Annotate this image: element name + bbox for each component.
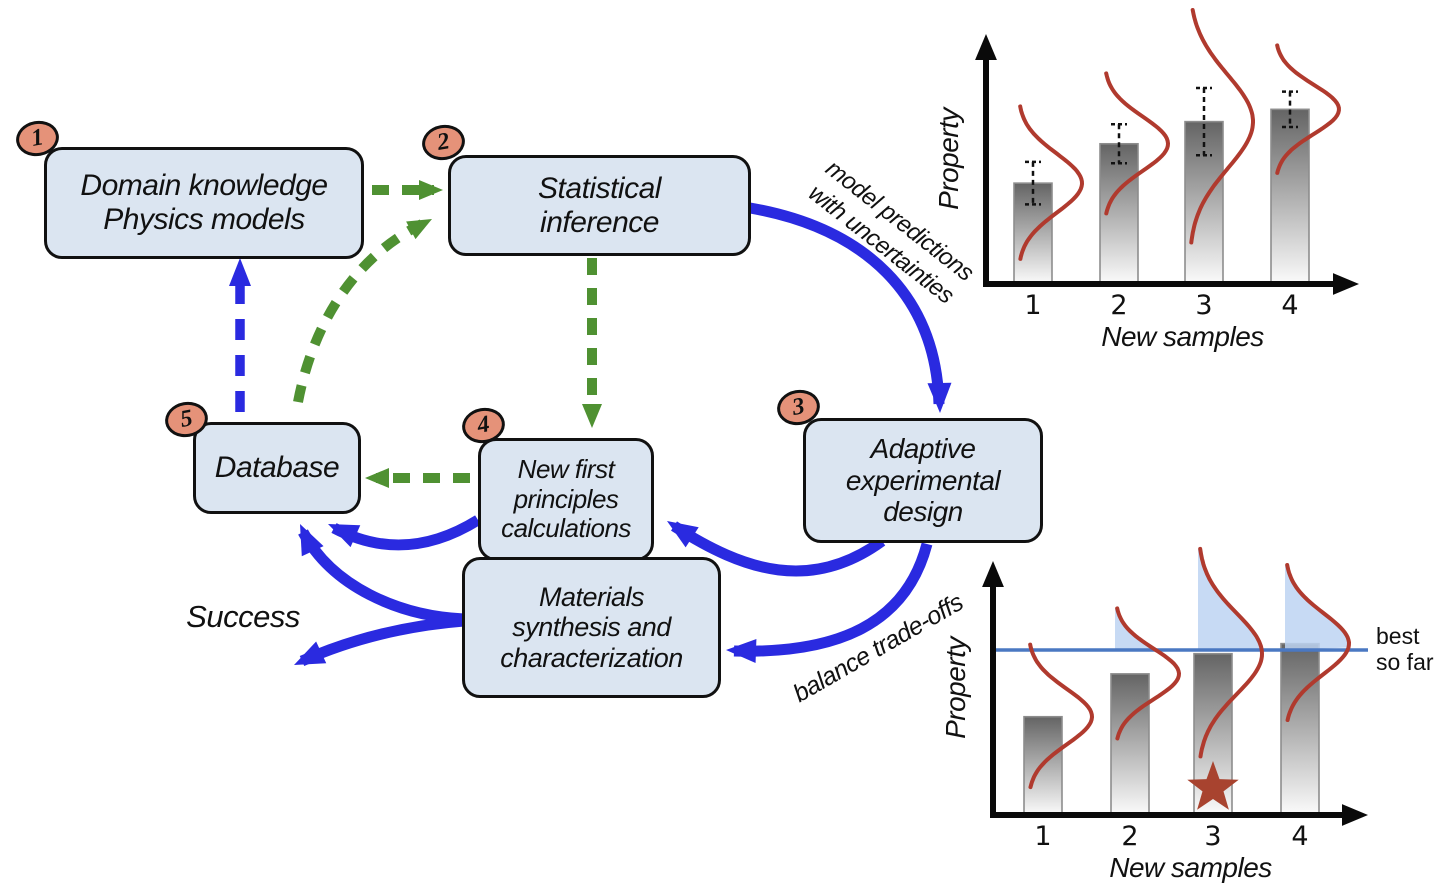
arrowhead-synthesis-to-database bbox=[300, 524, 324, 557]
exceedance-shade-4 bbox=[1285, 565, 1349, 650]
box-adaptive-design: Adaptive experimental design bbox=[803, 418, 1043, 543]
x-tick-label: 1 bbox=[1034, 821, 1051, 852]
arrow-synthesis-to-success bbox=[299, 615, 465, 667]
bar-sample-4 bbox=[1280, 642, 1320, 816]
y-axis-label: Property bbox=[935, 106, 964, 210]
best-so-far-label: best bbox=[1376, 623, 1420, 649]
x-axis-label: New samples bbox=[1109, 852, 1272, 883]
box-materials-synthesis: Materials synthesis and characterization bbox=[462, 557, 721, 698]
y-axis-label: Property bbox=[940, 635, 971, 739]
arrow-synthesis-to-database bbox=[298, 529, 465, 625]
best-so-far-label: so far bbox=[1376, 649, 1434, 675]
arrowhead-synthesis-to-success bbox=[294, 641, 327, 665]
box-database: Database bbox=[193, 422, 361, 514]
uncertainty-curve-3 bbox=[1189, 8, 1255, 245]
box-domain-knowledge: Domain knowledge Physics models bbox=[44, 147, 364, 259]
arrowhead-design-to-synthesis bbox=[726, 639, 757, 664]
bar-sample-2 bbox=[1110, 673, 1150, 816]
uncertainty-curve-2 bbox=[1115, 606, 1182, 741]
exceedance-shade-2 bbox=[1115, 608, 1154, 650]
label-success: Success bbox=[186, 599, 300, 634]
arrow-inference-to-design bbox=[749, 202, 945, 405]
x-tick-label: 2 bbox=[1121, 821, 1138, 852]
arrowhead-calculations-to-database bbox=[365, 468, 389, 488]
uncertainty-curve-4 bbox=[1285, 563, 1352, 722]
uncertainty-curve-4 bbox=[1275, 43, 1341, 175]
x-tick-label: 4 bbox=[1281, 290, 1298, 321]
arrowhead-calculations-to-database-blue bbox=[328, 524, 361, 548]
x-tick-label: 2 bbox=[1110, 290, 1127, 321]
arrowhead-design-to-calculations bbox=[667, 521, 699, 548]
arrowhead-inference-to-design bbox=[927, 382, 952, 413]
uncertainty-curve-2 bbox=[1104, 71, 1171, 216]
x-tick-label: 3 bbox=[1195, 290, 1212, 321]
arrow-design-to-calculations bbox=[671, 521, 886, 577]
uncertainty-curve-1 bbox=[1018, 104, 1085, 261]
arrowhead-database-to-domain bbox=[229, 258, 251, 286]
arrowhead-domain-to-inference bbox=[419, 180, 443, 200]
x-tick-label: 1 bbox=[1024, 290, 1041, 321]
bar-sample-4 bbox=[1270, 108, 1310, 285]
arrowhead-database-to-inference bbox=[406, 219, 432, 240]
x-tick-label: 3 bbox=[1204, 821, 1221, 852]
arrow-design-to-synthesis bbox=[733, 542, 933, 657]
box-first-principles: New first principles calculations bbox=[478, 438, 654, 561]
uncertainty-curve-1 bbox=[1028, 642, 1095, 790]
x-tick-label: 4 bbox=[1291, 821, 1308, 852]
box-statistical-inference: Statistical inference bbox=[448, 155, 751, 256]
arrowhead-inference-to-calculations bbox=[582, 404, 602, 428]
uncertainty-curve-3 bbox=[1198, 546, 1265, 759]
x-axis-label: New samples bbox=[1101, 321, 1264, 352]
exceedance-shade-3 bbox=[1198, 548, 1262, 650]
arrow-database-to-inference bbox=[293, 219, 425, 403]
selected-sample-star bbox=[1187, 761, 1239, 810]
